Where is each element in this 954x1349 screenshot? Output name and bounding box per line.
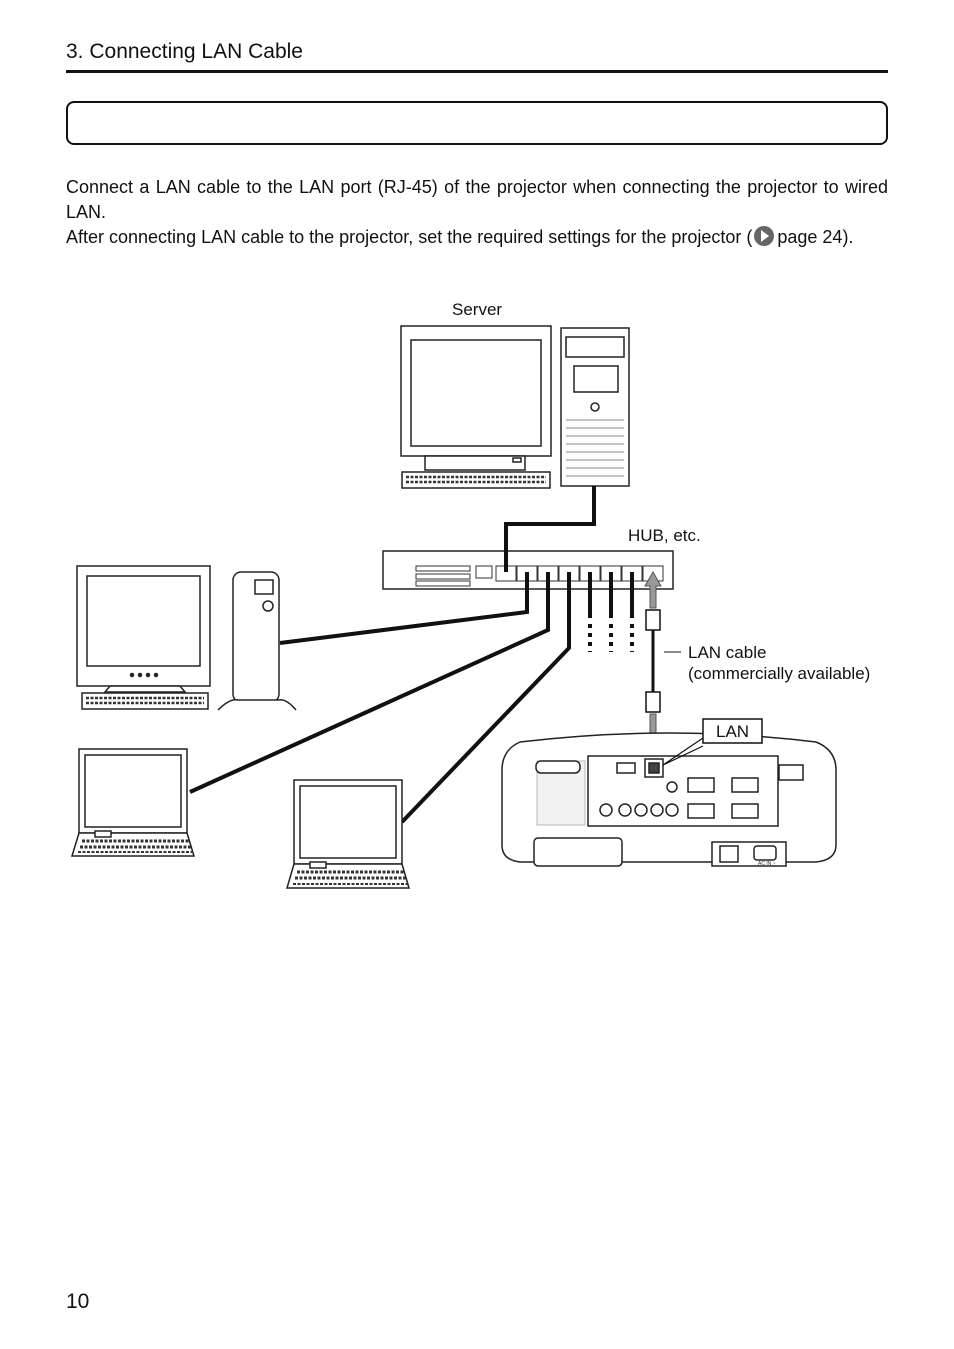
lan-port-label: LAN [716,722,750,741]
lan-port-callout [662,718,763,766]
server-keyboard [401,471,551,489]
cable-label: LAN cable (commercially available) [688,642,870,684]
projector [501,732,837,867]
title-rule [66,70,888,73]
desktop-pc-tower [217,571,297,711]
laptop-right [286,779,410,889]
section-title: 3. Connecting LAN Cable [66,40,303,63]
desktop-pc-keyboard [81,692,209,710]
page-reference-link[interactable]: page 24). [777,227,854,247]
server-monitor [400,325,552,471]
page-number: 10 [66,1290,90,1313]
server-label: Server [452,300,503,319]
lan-cables [189,486,655,824]
cable-label-line2: (commercially available) [688,664,871,683]
settings-text: After connecting LAN cable to the projec… [66,227,753,247]
callout-box [66,101,888,145]
intro-paragraph: Connect a LAN cable to the LAN port (RJ-… [66,177,888,222]
server-tower [560,327,630,487]
hub-label: HUB, etc. [628,526,701,545]
power-label: AC IN ~ [758,861,776,867]
arrow-circle-icon [754,226,775,246]
laptop-left [70,748,196,857]
settings-paragraph: After connecting LAN cable to the projec… [66,225,888,250]
cable-label-line1: LAN cable [688,643,767,662]
desktop-pc-monitor [76,565,211,693]
